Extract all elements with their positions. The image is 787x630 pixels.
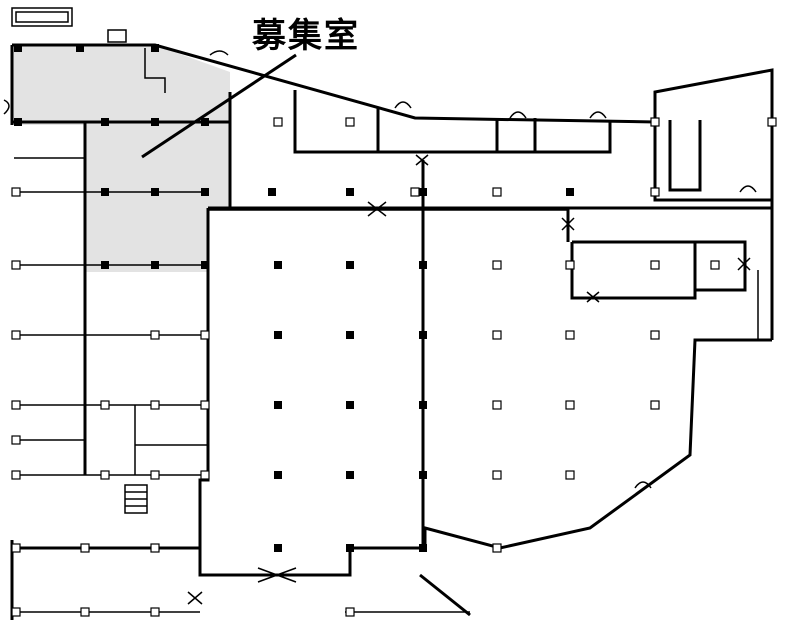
column	[419, 471, 427, 479]
column	[11, 400, 21, 410]
column	[11, 260, 21, 270]
column	[410, 187, 420, 197]
column	[80, 607, 90, 617]
column	[492, 330, 502, 340]
legend-box	[11, 7, 73, 27]
column	[565, 330, 575, 340]
column	[419, 261, 427, 269]
column	[565, 260, 575, 270]
column	[11, 435, 21, 445]
column	[101, 118, 109, 126]
column	[151, 261, 159, 269]
column	[151, 118, 159, 126]
column	[100, 400, 110, 410]
column	[650, 187, 660, 197]
column	[274, 331, 282, 339]
column	[200, 400, 210, 410]
column	[346, 401, 354, 409]
column	[419, 401, 427, 409]
column	[565, 400, 575, 410]
column	[11, 330, 21, 340]
column	[14, 118, 22, 126]
column	[80, 543, 90, 553]
column	[492, 470, 502, 480]
column	[150, 470, 160, 480]
column	[201, 188, 209, 196]
column	[11, 470, 21, 480]
column	[201, 118, 209, 126]
column	[566, 188, 574, 196]
column	[201, 261, 209, 269]
column	[274, 544, 282, 552]
doors	[3, 48, 757, 489]
column	[274, 471, 282, 479]
column	[650, 117, 660, 127]
column	[273, 117, 283, 127]
column	[274, 401, 282, 409]
column	[151, 188, 159, 196]
column	[419, 544, 427, 552]
column	[151, 44, 159, 52]
column	[345, 607, 355, 617]
column	[101, 261, 109, 269]
column	[150, 543, 160, 553]
column	[150, 607, 160, 617]
column	[76, 44, 84, 52]
column	[200, 470, 210, 480]
corridor-walls	[12, 157, 759, 613]
column	[419, 188, 427, 196]
column	[14, 44, 22, 52]
column	[650, 260, 660, 270]
column	[345, 117, 355, 127]
stairs	[107, 29, 148, 514]
column	[710, 260, 720, 270]
column	[150, 400, 160, 410]
column	[346, 544, 354, 552]
column	[650, 330, 660, 340]
room-label: 募集室	[252, 16, 360, 56]
column	[100, 470, 110, 480]
column	[346, 261, 354, 269]
column	[11, 607, 21, 617]
double-doors	[187, 154, 751, 605]
column	[346, 331, 354, 339]
column	[492, 187, 502, 197]
column	[268, 188, 276, 196]
column	[419, 331, 427, 339]
column	[492, 400, 502, 410]
column	[565, 470, 575, 480]
column	[346, 471, 354, 479]
column	[101, 188, 109, 196]
leader-line	[141, 53, 297, 159]
columns	[11, 44, 777, 617]
column	[492, 260, 502, 270]
column	[650, 400, 660, 410]
column	[11, 187, 21, 197]
column	[200, 330, 210, 340]
column	[150, 330, 160, 340]
column	[274, 261, 282, 269]
column	[767, 117, 777, 127]
column	[11, 543, 21, 553]
column	[346, 188, 354, 196]
column	[492, 543, 502, 553]
highlighted-room	[12, 45, 230, 272]
